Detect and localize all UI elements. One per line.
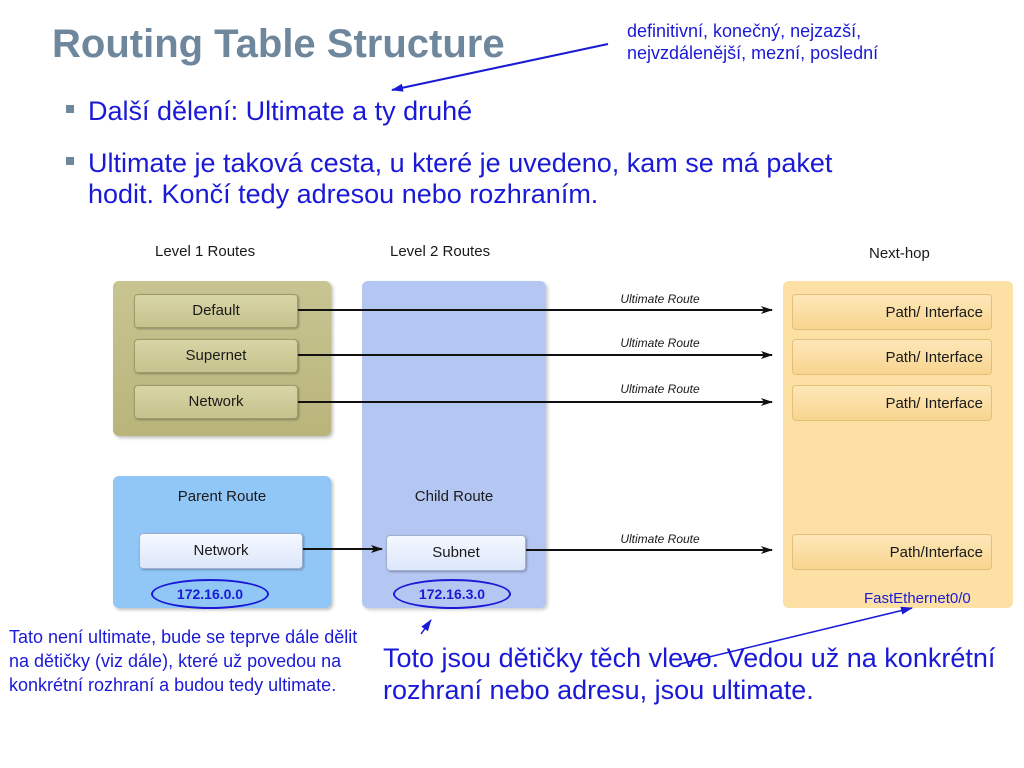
top-annotation-line-1: definitivní, konečný, nejzazší, (627, 21, 862, 41)
annotation-arrow-child-address (420, 619, 432, 635)
level2-heading: Level 2 Routes (390, 243, 491, 260)
bullet-1: Další dělení: Ultimate a ty druhé (66, 96, 766, 128)
right-annotation: Toto jsou dětičky těch vlevo. Vedou už n… (383, 643, 996, 705)
top-annotation: definitivní, konečný, nejzazší, nejvzdál… (627, 20, 878, 64)
nexthop-heading: Next-hop (869, 245, 930, 262)
child-address: 172.16.3.0 (393, 579, 511, 609)
edge-label-1: Ultimate Route (620, 292, 700, 306)
route-box-network: Network (134, 385, 298, 419)
child-route-heading: Child Route (414, 488, 494, 505)
nexthop-box-1: Path/ Interface (792, 294, 992, 330)
level1-heading: Level 1 Routes (155, 243, 256, 260)
bullet-1-text: Další dělení: Ultimate a ty druhé (88, 96, 473, 126)
route-box-supernet: Supernet (134, 339, 298, 373)
top-annotation-line-2: nejvzdálenější, mezní, poslední (627, 43, 879, 63)
left-annotation: Tato není ultimate, bude se teprve dále … (9, 627, 358, 695)
nexthop-box-4: Path/Interface (792, 534, 992, 570)
edge-label-2: Ultimate Route (620, 336, 700, 350)
parent-network-box: Network (139, 533, 303, 569)
slide-title: Routing Table Structure (52, 22, 505, 66)
bullet-marker (66, 157, 74, 165)
bullet-marker (66, 105, 74, 113)
parent-route-heading: Parent Route (177, 488, 267, 505)
parent-address: 172.16.0.0 (151, 579, 269, 609)
child-subnet-box: Subnet (386, 535, 526, 571)
edge-label-4: Ultimate Route (620, 532, 700, 546)
edge-label-3: Ultimate Route (620, 382, 700, 396)
nexthop-box-3: Path/ Interface (792, 385, 992, 421)
bullet-2: Ultimate je taková cesta, u které je uve… (66, 148, 886, 212)
nexthop-box-2: Path/ Interface (792, 339, 992, 375)
interface-name: FastEthernet0/0 (864, 590, 971, 607)
bullet-2-text: Ultimate je taková cesta, u které je uve… (88, 148, 833, 209)
route-box-default: Default (134, 294, 298, 328)
